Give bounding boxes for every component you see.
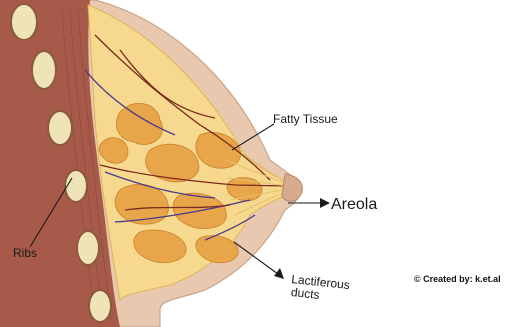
rib: [89, 290, 111, 322]
credit-text: © Created by: k.et.al: [414, 274, 501, 284]
fatty-tissue-label: Fatty Tissue: [273, 113, 338, 126]
rib: [77, 231, 99, 265]
nipple: [282, 174, 302, 201]
areola-arrowhead: [320, 198, 330, 208]
rib: [65, 170, 87, 202]
ribs-label: Ribs: [13, 247, 37, 260]
rib: [48, 111, 72, 145]
rib: [11, 4, 37, 40]
rib: [32, 51, 56, 89]
lactiferous-arrowhead: [274, 268, 284, 279]
areola-label: Areola: [331, 197, 377, 214]
lactiferous-ducts-label: Lactiferous ducts: [289, 273, 350, 304]
